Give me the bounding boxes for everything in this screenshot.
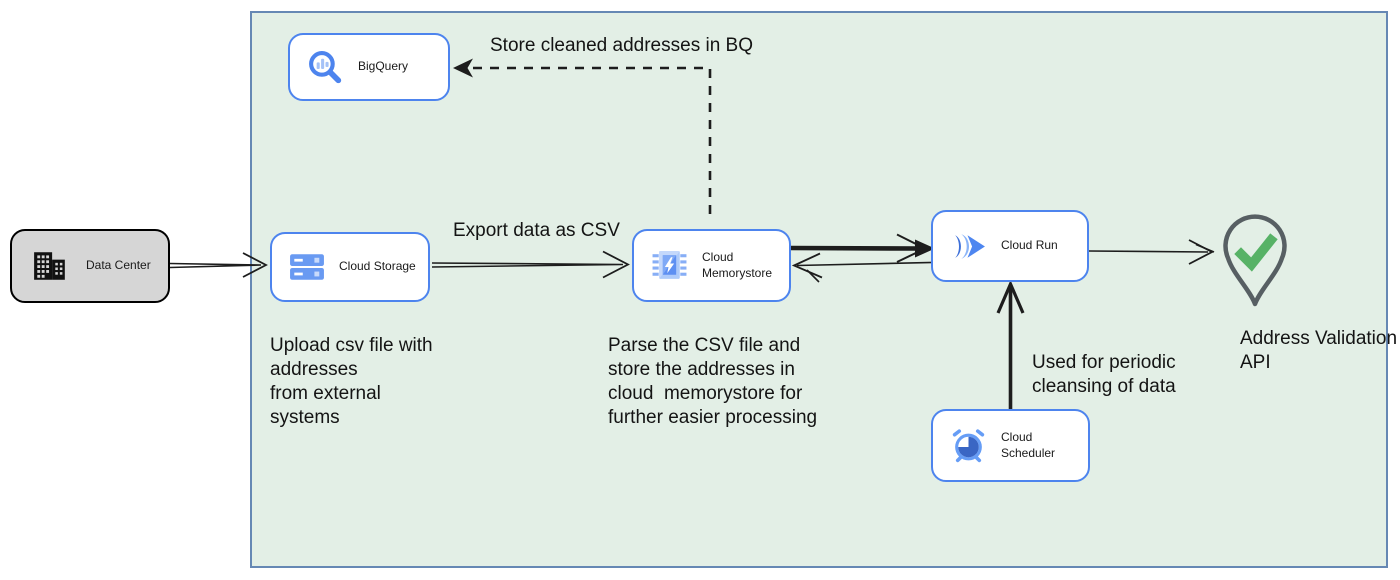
building-icon — [32, 250, 68, 282]
node-cloud-run[interactable]: Cloud Run — [931, 210, 1089, 282]
annotation-api-label: Address Validation API — [1240, 328, 1398, 373]
cloud-scheduler-icon — [950, 427, 987, 464]
node-label: Cloud Run — [1001, 238, 1058, 253]
node-label: Cloud Scheduler — [1001, 429, 1056, 460]
node-label: BigQuery — [358, 59, 409, 74]
address-validation-pin-icon[interactable] — [1220, 211, 1290, 307]
annotation-export-csv: Export data as CSV — [453, 220, 620, 241]
node-data-center[interactable]: Data Center — [10, 229, 170, 303]
annotation-upload-note: Upload csv file with addresses from exte… — [270, 335, 433, 428]
annotation-scheduler-note: Used for periodic cleansing of data — [1032, 352, 1176, 397]
cloud-storage-icon — [289, 252, 325, 282]
node-cloud-memorystore[interactable]: Cloud Memorystore — [632, 229, 791, 302]
node-label: Cloud Memorystore — [702, 249, 773, 280]
cloud-run-icon — [950, 231, 987, 262]
annotation-store-bq: Store cleaned addresses in BQ — [490, 35, 753, 56]
node-label: Cloud Storage — [339, 259, 416, 274]
node-cloud-storage[interactable]: Cloud Storage — [270, 232, 430, 302]
bigquery-icon — [307, 49, 344, 86]
node-bigquery[interactable]: BigQuery — [288, 33, 450, 101]
node-cloud-scheduler[interactable]: Cloud Scheduler — [931, 409, 1090, 482]
cloud-memorystore-icon — [651, 247, 688, 284]
gcp-boundary-container[interactable] — [250, 11, 1388, 568]
node-label: Data Center — [86, 258, 151, 273]
annotation-parse-note: Parse the CSV file and store the address… — [608, 335, 818, 428]
